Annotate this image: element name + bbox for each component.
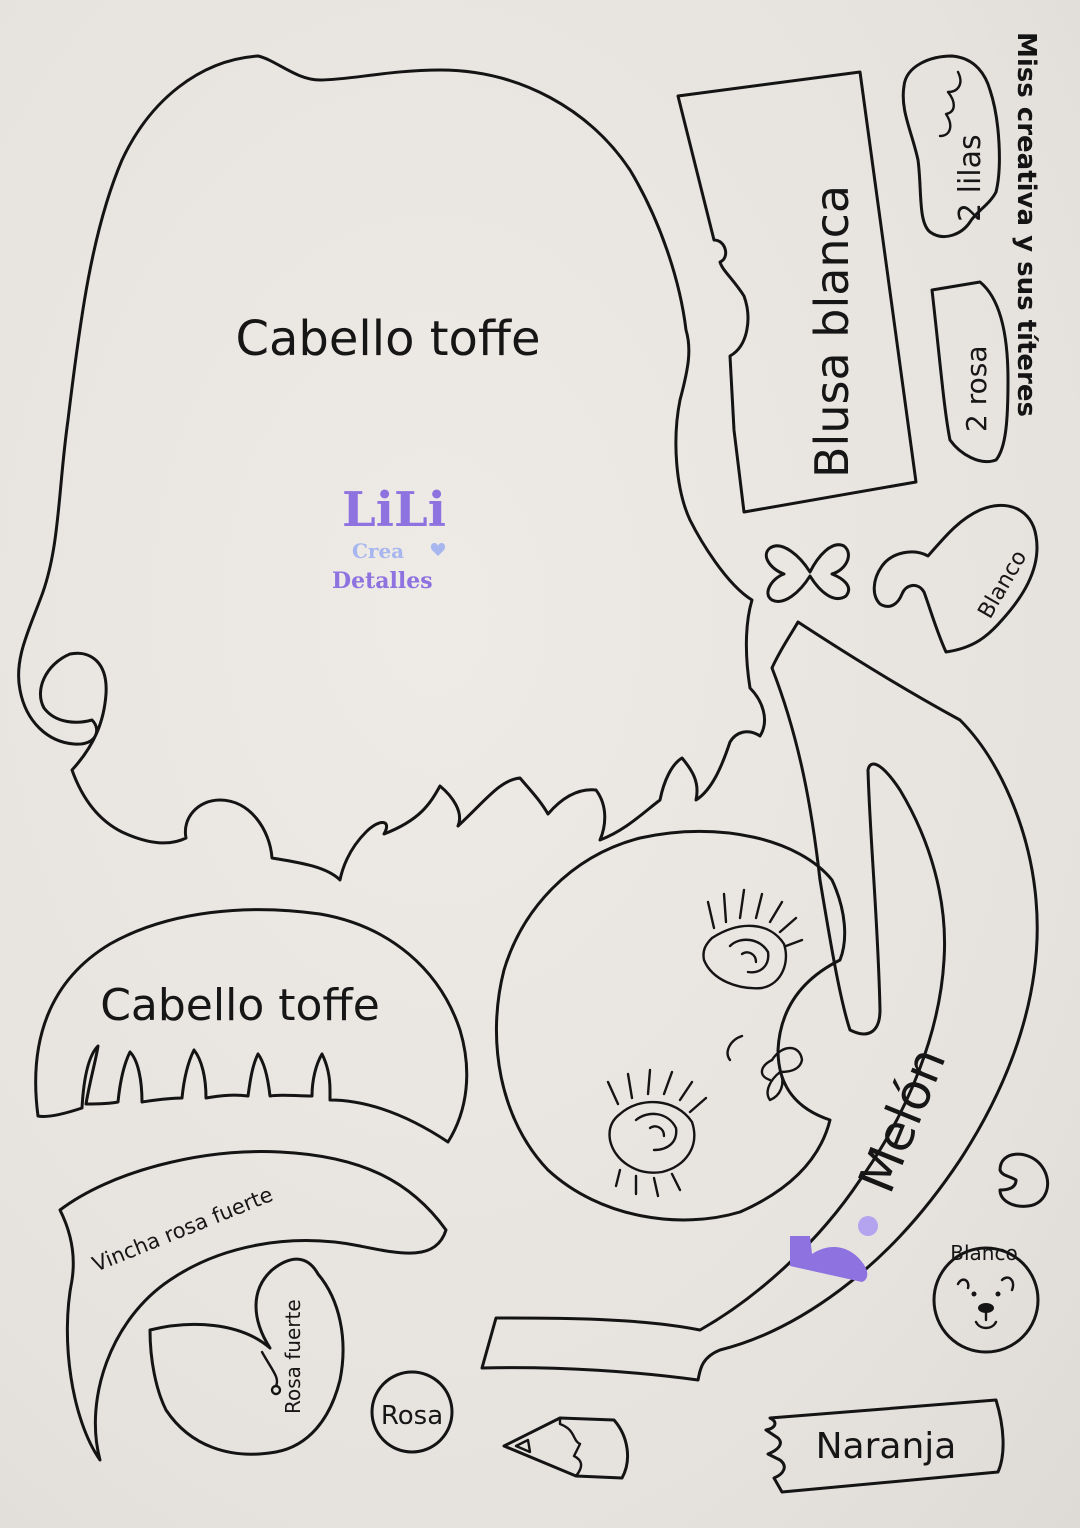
hair-back-piece: Cabello toffe xyxy=(17,54,766,882)
bangs-label: Cabello toffe xyxy=(100,980,380,1031)
hook-piece: Blanco xyxy=(872,503,1039,654)
flower-label: Rosa fuerte xyxy=(281,1299,305,1414)
watermark-line1: Crea xyxy=(352,539,404,563)
eye-upper-icon xyxy=(702,888,804,990)
face-piece xyxy=(494,829,847,1222)
ribbon-label: Naranja xyxy=(816,1426,957,1467)
bow-piece xyxy=(764,543,851,603)
eye-lower-icon xyxy=(606,1068,708,1198)
watermark-mark: LiLi xyxy=(342,482,446,538)
bear-face-piece: Blanco xyxy=(932,1241,1040,1354)
body-label: Melón xyxy=(847,1040,957,1201)
watermark-small-mark xyxy=(790,1216,878,1282)
watermark-logo: LiLi Crea Detalles xyxy=(332,482,446,594)
lips-icon xyxy=(760,1046,804,1102)
watermark-line2: Detalles xyxy=(332,568,433,594)
hair-back-label: Cabello toffe xyxy=(235,311,540,367)
circle-label: Rosa xyxy=(381,1401,443,1431)
wings-label: 2 lilas xyxy=(953,134,988,222)
wings-piece: 2 lilas xyxy=(901,54,1001,238)
blouse-piece: Blusa blanca xyxy=(676,70,918,514)
hook-label: Blanco xyxy=(974,546,1033,623)
headband-label: Vincha rosa fuerte xyxy=(89,1182,276,1276)
bear-label: Blanco xyxy=(950,1241,1017,1265)
bangs-piece: Cabello toffe xyxy=(34,908,469,1144)
circle-piece: Rosa xyxy=(370,1370,454,1454)
brand-title: Miss creativa y sus títeres xyxy=(1011,32,1041,417)
cheeks-piece: 2 rosa xyxy=(930,280,1010,463)
cheeks-label: 2 rosa xyxy=(960,346,993,433)
nose-icon xyxy=(726,1034,744,1062)
ribbon-piece: Naranja xyxy=(764,1398,1005,1494)
pencil-piece xyxy=(502,1416,629,1480)
flower-piece: Rosa fuerte xyxy=(148,1257,345,1456)
heart-icon xyxy=(430,543,446,556)
blouse-label: Blusa blanca xyxy=(805,185,859,478)
small-wing-piece xyxy=(998,1152,1050,1208)
